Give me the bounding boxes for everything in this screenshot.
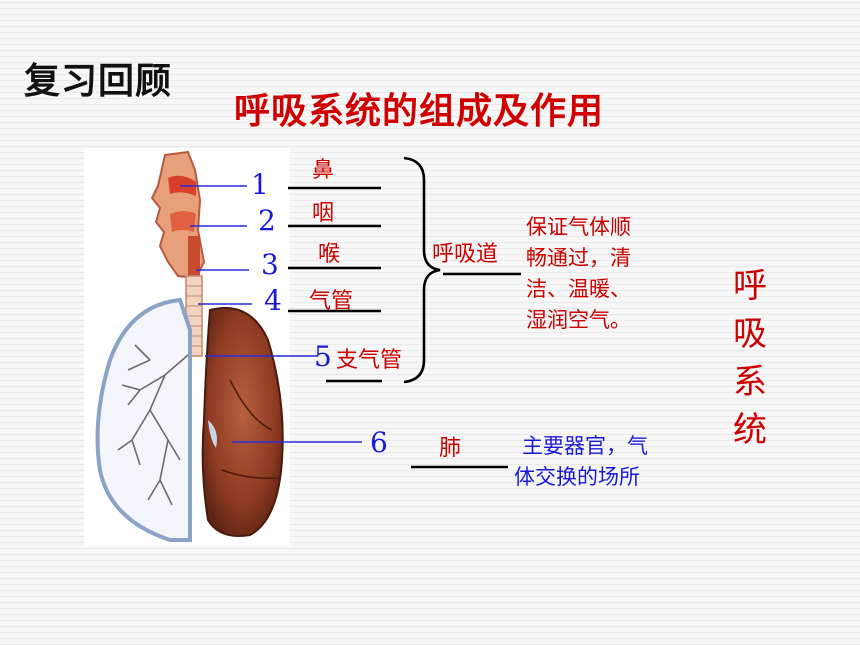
airway-function-line: 洁、温暖、 (526, 277, 631, 301)
label-number-6: 6 (370, 426, 388, 459)
system-label: 呼 吸 系 统 (730, 262, 770, 454)
lung-function-line: 体交换的场所 (514, 465, 640, 489)
label-number-2: 2 (258, 204, 276, 237)
right-lung-illustration (201, 307, 284, 537)
organ-trachea: 气管 (309, 289, 354, 314)
pointer-lines (180, 185, 362, 443)
label-number-4: 4 (264, 284, 282, 317)
slide-title: 呼吸系统的组成及作用 (234, 91, 605, 132)
answer-lines (288, 186, 521, 469)
lung-function-line: 主要器官，气 (522, 434, 648, 458)
lung-function-text: 主要器官，气 体交换的场所 (514, 431, 704, 493)
airway-label: 呼吸道 (432, 242, 499, 267)
label-number-3: 3 (261, 248, 279, 281)
organ-larynx: 喉 (318, 242, 341, 267)
airway-function-line: 畅通过，清 (526, 246, 631, 270)
airway-brace (403, 156, 441, 384)
organ-pharynx: 咽 (312, 201, 335, 226)
system-label-char: 系 (733, 362, 767, 402)
organ-nose: 鼻 (312, 158, 335, 183)
system-label-char: 吸 (733, 314, 767, 354)
label-number-1: 1 (251, 168, 269, 201)
organ-lungs: 肺 (439, 436, 462, 461)
label-number-5: 5 (314, 340, 332, 373)
airway-function-line: 保证气体顺 (526, 215, 631, 239)
system-label-char: 呼 (733, 266, 767, 306)
organ-bronchi: 支气管 (336, 348, 403, 373)
bronchial-tree (117, 344, 189, 506)
slide-heading: 复习回顾 (24, 61, 173, 102)
airway-function-line: 湿润空气。 (526, 308, 631, 332)
airway-function-text: 保证气体顺 畅通过，清 洁、温暖、 湿润空气。 (526, 212, 686, 336)
system-label-char: 统 (733, 410, 767, 450)
